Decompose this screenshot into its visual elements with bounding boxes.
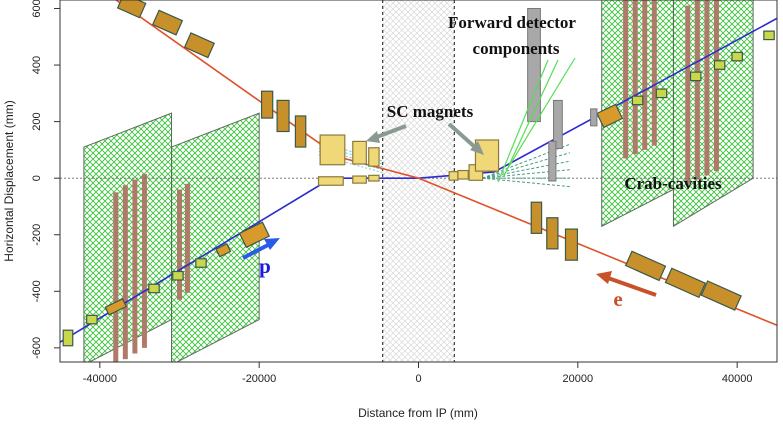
label-proton: p [259,254,271,278]
cavity-bar [704,0,710,176]
cavity-bar [184,183,190,293]
sc-magnet [448,171,459,181]
electron-magnet [276,99,290,133]
beam-fan-line [482,143,571,179]
detector-component [590,108,598,127]
forward-detector-pointer-lines [497,57,576,183]
beam-fan-line [318,140,383,162]
proton-magnet [631,95,644,106]
proton-magnet [689,71,702,82]
proton-arrow [242,238,280,260]
sc-magnet [319,134,346,166]
electron-magnet [530,201,543,234]
proton-magnet [148,283,160,294]
ip-region [382,0,455,362]
cavity-bar [685,5,691,184]
electron-magnet [546,217,559,250]
cavity-bar [694,0,700,180]
proton-magnet [713,60,726,70]
cavity-bar [122,185,128,360]
electron-magnet [260,90,274,119]
sc-magnets-arrows [366,122,484,155]
proton-magnet [172,270,184,281]
label-forward-detector-line2: components [473,39,560,58]
beam-fan-line [318,144,383,165]
proton-magnet [763,30,775,41]
x-axis: -40000 -20000 0 20000 40000 [83,362,753,385]
y-tick-label: 0 [31,175,43,181]
electron-magnet [664,267,707,299]
electron-magnet [183,32,216,59]
x-tick-label: -40000 [83,373,117,385]
y-tick-label: 600 [31,0,43,18]
y-tick-label: -400 [31,280,43,302]
sc-magnet [368,147,380,167]
y-tick-label: 400 [31,56,43,74]
y-tick-label: -600 [31,337,43,359]
electron-arrow [596,271,657,297]
x-tick-label: 0 [415,373,421,385]
x-axis-title: Distance from IP (mm) [358,406,478,420]
x-tick-label: 40000 [722,373,753,385]
electron-magnet [564,228,579,261]
cavity-bar [177,189,182,300]
y-tick-label: 200 [31,112,43,130]
cavity-bar [113,192,119,362]
proton-magnet [238,221,271,249]
electron-magnet [294,115,307,148]
detector-component [527,7,541,123]
sc-magnet [368,174,380,182]
sc-magnet [317,176,344,186]
magnet-group [62,0,775,347]
electron-magnet [116,0,147,19]
cavity-bar [713,0,719,172]
crab-cavity [171,112,260,362]
electron-magnet [700,280,742,311]
label-forward-detector-line1: Forward detector [448,13,576,32]
y-axis-title: Horizontal Displacement (mm) [2,100,16,261]
x-tick-label: -20000 [242,373,276,385]
proton-magnet [655,88,668,99]
sc-magnet [474,139,500,172]
proton-magnet [596,103,624,129]
cavity-bar [623,0,629,159]
cavity-bar [141,173,147,348]
cavity-bar [642,0,648,150]
beam-fan-line [318,154,383,173]
proton-magnet [62,329,74,347]
beam-fan-line [318,147,383,168]
electron-magnet [624,250,667,282]
cavity-bar [651,0,657,146]
y-axis: -600 -400 -200 0 200 400 600 [31,0,60,359]
x-tick-label: 20000 [563,373,594,385]
proton-magnet [195,258,207,268]
label-electron: e [613,287,622,311]
detector-component [553,99,563,149]
proton-magnet [104,298,128,316]
sc-magnet [457,169,469,180]
proton-magnet [215,243,232,258]
sc-magnet [352,175,367,184]
ip-boundary-lines [381,0,456,362]
cavity-bar-group [113,0,719,362]
sc-magnet [352,140,367,165]
proton-magnet [731,51,743,62]
label-sc-magnets: SC magnets [387,102,474,121]
beam-line [114,0,777,326]
detector-group [527,7,598,182]
detector-component [548,140,557,182]
y-tick-label: -200 [31,224,43,246]
label-crab-cavities: Crab-cavities [624,174,722,193]
cavity-bar [632,0,638,155]
electron-magnet [151,9,184,36]
beam-fan-line [482,177,570,188]
cavity-bar [132,179,138,354]
proton-magnet [86,314,98,325]
plot-area [60,0,777,362]
